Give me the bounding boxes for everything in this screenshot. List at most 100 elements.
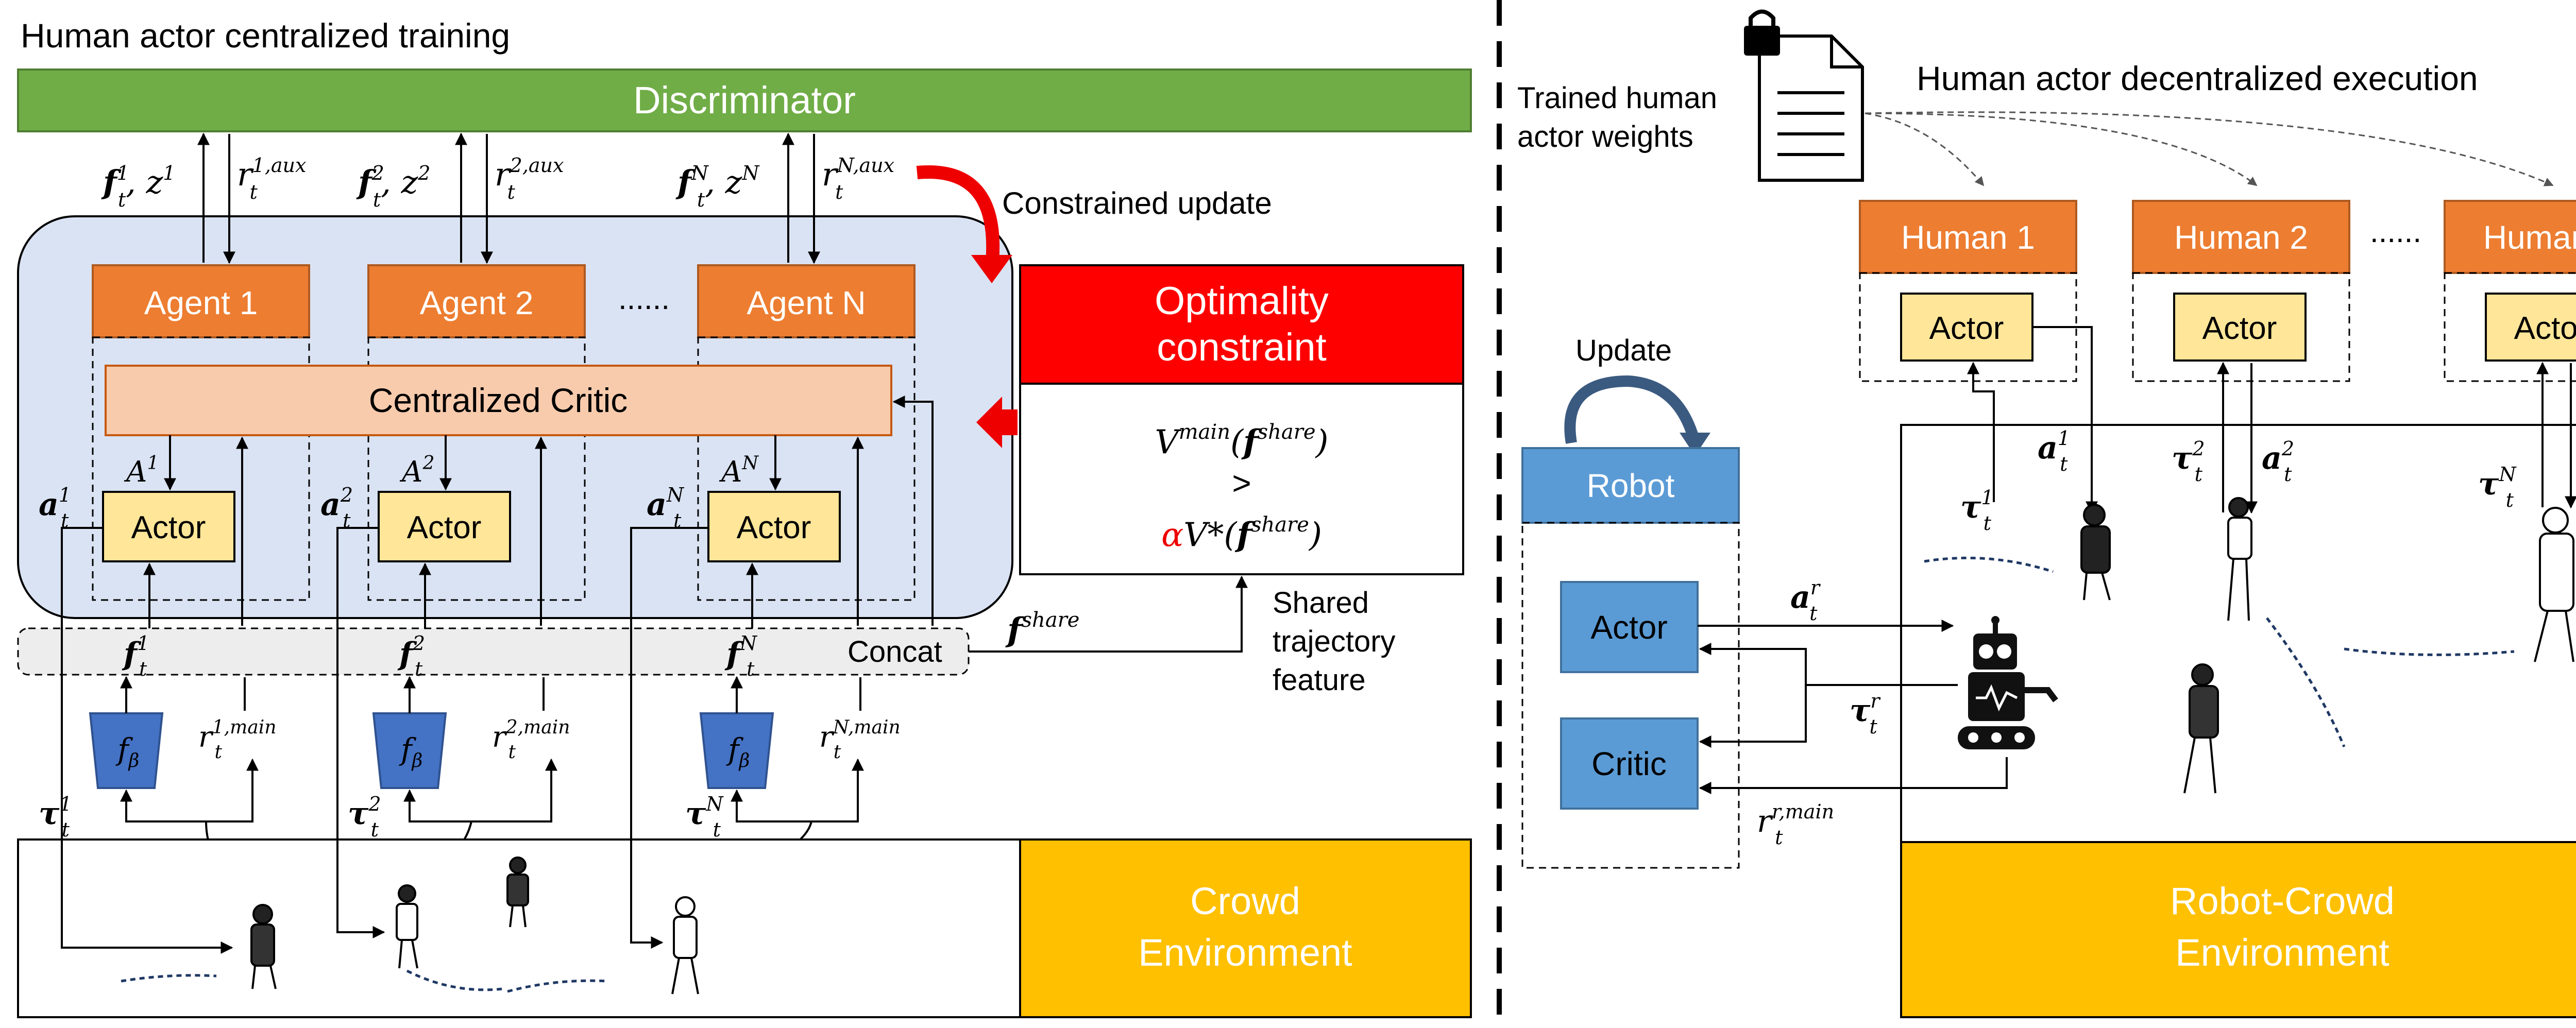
robot-label: Robot <box>1587 467 1675 504</box>
agent-1-column <box>92 336 310 601</box>
centralized-critic-box <box>105 365 892 436</box>
right-panel-title: Human actor decentralized execution <box>1917 59 2478 97</box>
robot-critic-label: Critic <box>1591 745 1667 782</box>
weights-label-line2: actor weights <box>1517 120 1693 153</box>
actor-n-label: Actor <box>737 510 811 545</box>
actor-2-box <box>378 491 511 562</box>
concat-label: Concat <box>848 635 942 669</box>
pedestrian-figure-2 <box>396 884 418 969</box>
left-panel-title: Human actor centralized training <box>21 16 510 55</box>
right-pedestrian-4 <box>2534 507 2574 662</box>
robot-crowd-environment-box <box>1900 841 2576 1018</box>
optimality-title-line1: Optimality <box>1155 279 1329 323</box>
human-1-actor <box>1900 293 2033 362</box>
optimality-title-line2: constraint <box>1157 325 1327 369</box>
actor-1-box <box>102 491 235 562</box>
agent-n-label: Agent N <box>747 284 866 321</box>
shared-caption-2: trajectory <box>1273 625 1396 658</box>
advantage-2-label: A2 <box>399 453 434 489</box>
concat-bar <box>17 627 970 676</box>
agent-1: Agent 1 <box>92 264 310 338</box>
pedestrian-figure-1 <box>250 904 277 989</box>
discriminator-box <box>17 68 1472 132</box>
update-arrow <box>1564 375 1701 444</box>
robot-crowd-environment-line1: Robot-Crowd <box>2170 880 2395 922</box>
humans-ellipsis: ...... <box>2370 214 2421 249</box>
agent-n: Agent N <box>697 264 916 338</box>
encoder-n: fβ <box>699 712 774 789</box>
agent-2-column <box>367 336 586 601</box>
robot-icon <box>1958 616 2058 749</box>
f-share-label: fshare <box>1005 608 1079 649</box>
shared-caption-3: feature <box>1273 663 1366 697</box>
trajectory-path-3 <box>507 979 608 993</box>
human-1-box <box>1859 200 2077 274</box>
human-2-actor-label: Actor <box>2202 311 2277 346</box>
agent-1-label: Agent 1 <box>144 284 258 321</box>
agents-ellipsis: ...... <box>618 281 670 316</box>
constrained-update-arrow <box>916 165 1000 269</box>
constraint-gt: > <box>1232 465 1251 502</box>
robot-actor-label: Actor <box>1590 609 1667 646</box>
robot-crowd-scene <box>1900 424 2576 843</box>
crowd-environment-line2: Environment <box>1138 931 1352 974</box>
right-pedestrian-2 <box>2227 497 2252 621</box>
optimality-header <box>1019 264 1464 385</box>
right-trajectory-2 <box>2266 617 2346 747</box>
encoder-2: fβ <box>372 712 447 789</box>
update-label: Update <box>1575 334 1672 367</box>
encoder-1: fβ <box>89 712 164 789</box>
human-n-actor-label: Actor <box>2514 311 2576 346</box>
pedestrian-figure-4 <box>671 896 699 995</box>
right-trajectory-1 <box>1924 556 2054 573</box>
trajectory-path-1 <box>121 974 217 983</box>
agent-n-column <box>697 336 916 601</box>
human-2-actor <box>2173 293 2307 362</box>
human-1-label: Human 1 <box>1901 219 2035 256</box>
discriminator-label: Discriminator <box>633 79 856 122</box>
constrained-update-label: Constrained update <box>1002 186 1272 220</box>
robot-actor-box <box>1560 581 1699 673</box>
human-n-box <box>2444 200 2576 274</box>
human-2-label: Human 2 <box>2174 219 2308 256</box>
constraint-top-expr: Vmain(fshare) <box>1155 420 1329 461</box>
trajectory-path-2 <box>406 969 503 991</box>
constraint-bottom-expr: αV*(fshare) <box>1161 513 1322 554</box>
right-pedestrian-1 <box>2080 504 2111 601</box>
human-n-label: Human N <box>2483 219 2576 256</box>
advantage-1-label: A1 <box>124 453 159 489</box>
robot-crowd-environment-line2: Environment <box>2175 931 2389 974</box>
human-1-actor-label: Actor <box>1929 311 2004 346</box>
right-pedestrian-3 <box>2183 663 2219 794</box>
crowd-environment-box <box>1019 838 1472 1018</box>
crowd-environment-line1: Crowd <box>1190 880 1300 922</box>
pedestrian-figure-3 <box>506 856 529 928</box>
locked-document-icon <box>1744 9 1864 182</box>
weights-label-line1: Trained human <box>1517 81 1717 115</box>
actor-1-label: Actor <box>131 510 206 545</box>
actor-2-label: Actor <box>407 510 482 545</box>
actor-n-box <box>707 491 841 562</box>
robot-critic-box <box>1560 717 1699 810</box>
human-n-actor <box>2485 293 2576 362</box>
shared-caption-1: Shared <box>1273 586 1369 620</box>
